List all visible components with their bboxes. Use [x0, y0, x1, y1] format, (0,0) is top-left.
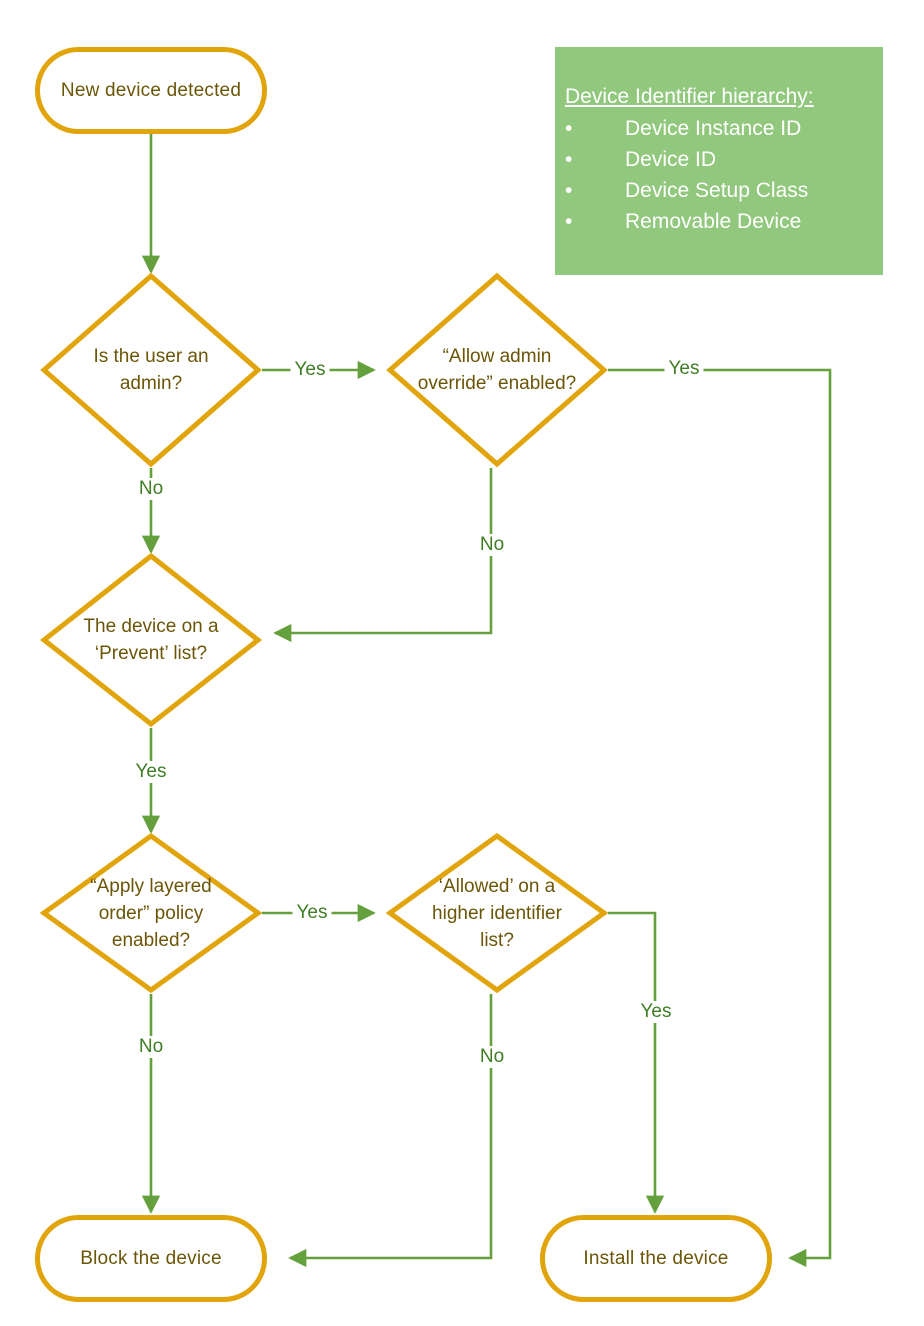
node-block-device-label: Block the device: [80, 1247, 222, 1269]
edge-label-is-admin-yes: Yes: [290, 359, 330, 381]
edge-label-is-admin-no: No: [134, 478, 168, 500]
node-start[interactable]: New device detected: [35, 47, 267, 134]
legend-item: • Device ID: [565, 144, 883, 175]
node-allow-admin-override[interactable]: “Allow admin override” enabled?: [386, 272, 608, 468]
diamond-shape: [386, 832, 608, 994]
diamond-shape: [386, 272, 608, 468]
node-install-device[interactable]: Install the device: [540, 1215, 772, 1302]
edge-label-allowed-no: No: [475, 1046, 509, 1068]
edge-label-prevent-yes: Yes: [131, 761, 171, 783]
diamond-shape: [40, 552, 262, 728]
node-is-admin-label: Is the user an admin?: [93, 346, 209, 394]
edge-label-layered-yes: Yes: [292, 902, 332, 924]
node-start-label: New device detected: [60, 79, 242, 101]
node-layered-order-label: “Apply layered order” policy enabled?: [90, 875, 212, 951]
node-is-admin[interactable]: Is the user an admin?: [40, 272, 262, 468]
legend-title: Device Identifier hierarchy:: [565, 85, 814, 108]
edge-label-override-no: No: [475, 534, 509, 556]
diamond-shape: [40, 832, 262, 994]
legend-item-label: Device ID: [625, 148, 717, 171]
node-allow-admin-override-label: “Allow admin override” enabled?: [417, 346, 577, 394]
legend-item-label: Device Setup Class: [625, 179, 809, 202]
node-allowed-higher[interactable]: ‘Allowed’ on a higher identifier list?: [386, 832, 608, 994]
legend-item-label: Device Instance ID: [625, 117, 802, 140]
edge-label-layered-no: No: [134, 1036, 168, 1058]
node-install-device-label: Install the device: [583, 1247, 729, 1269]
edge-override-no: [273, 468, 493, 643]
bullet-icon: •: [565, 148, 573, 171]
bullet-icon: •: [565, 117, 573, 140]
edge-allowed-no: [288, 994, 493, 1268]
node-prevent-list-label: The device on a ‘Prevent’ list?: [83, 616, 219, 664]
bullet-icon: •: [565, 210, 573, 233]
edge-label-override-yes: Yes: [664, 358, 704, 380]
node-allowed-higher-label: ‘Allowed’ on a higher identifier list?: [432, 875, 562, 951]
legend-device-identifier-hierarchy: Device Identifier hierarchy: • Device In…: [555, 47, 883, 275]
node-prevent-list[interactable]: The device on a ‘Prevent’ list?: [40, 552, 262, 728]
diamond-shape: [40, 272, 262, 468]
legend-list: • Device Instance ID • Device ID • Devic…: [555, 113, 883, 237]
legend-item: • Device Instance ID: [565, 113, 883, 144]
legend-item: • Removable Device: [565, 206, 883, 237]
legend-item-label: Removable Device: [625, 210, 802, 233]
bullet-icon: •: [565, 179, 573, 202]
edge-allowed-yes: [608, 911, 665, 1214]
node-block-device[interactable]: Block the device: [35, 1215, 267, 1302]
legend-item: • Device Setup Class: [565, 175, 883, 206]
edge-override-yes: [608, 368, 832, 1268]
node-layered-order[interactable]: “Apply layered order” policy enabled?: [40, 832, 262, 994]
edge-label-allowed-yes: Yes: [636, 1001, 676, 1023]
